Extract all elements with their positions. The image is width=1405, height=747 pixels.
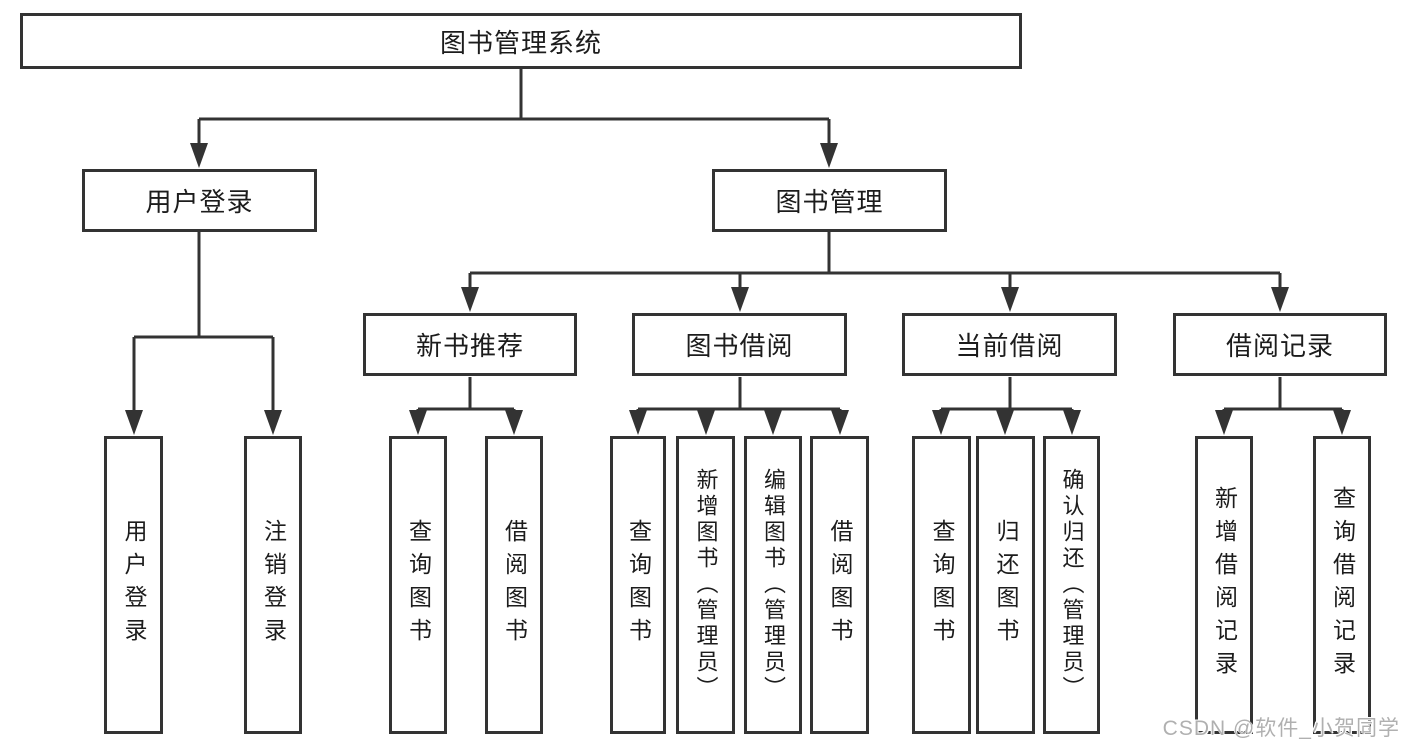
leaf-current-query-books: 查询图书 (912, 436, 971, 734)
leaf-logout-login: 注销登录 (244, 436, 302, 734)
leaf-borrow-borrow-books: 借阅图书 (810, 436, 869, 734)
leaf-newbooks-borrow-books: 借阅图书 (485, 436, 543, 734)
leaf-newbooks-query-books-label: 查询图书 (405, 519, 432, 651)
node-user-login: 用户登录 (82, 169, 317, 232)
leaf-borrow-add-books-admin: 新增图书（管理员） (676, 436, 735, 734)
leaf-current-confirm-return-admin: 确认归还（管理员） (1043, 436, 1100, 734)
leaf-logout-login-label: 注销登录 (260, 519, 287, 651)
leaf-borrow-edit-books-admin-label: 编辑图书（管理员） (761, 468, 786, 702)
node-borrowing-records: 借阅记录 (1173, 313, 1387, 376)
node-book-management-label: 图书管理 (775, 187, 884, 217)
node-book-management: 图书管理 (712, 169, 947, 232)
node-library-system: 图书管理系统 (20, 13, 1022, 69)
leaf-borrow-query-books: 查询图书 (610, 436, 666, 734)
leaf-user-login: 用户登录 (104, 436, 163, 734)
node-current-borrowing: 当前借阅 (902, 313, 1117, 376)
node-book-borrowing-label: 图书借阅 (685, 331, 794, 361)
node-new-book-recommend: 新书推荐 (363, 313, 577, 376)
csdn-watermark: CSDN @软件_小贺同学 (1162, 717, 1400, 740)
leaf-records-add-record-label: 新增借阅记录 (1211, 486, 1238, 684)
leaf-borrow-borrow-books-label: 借阅图书 (827, 519, 853, 651)
leaf-user-login-label: 用户登录 (121, 519, 147, 651)
node-new-book-recommend-label: 新书推荐 (415, 331, 524, 361)
node-library-system-label: 图书管理系统 (439, 27, 602, 58)
leaf-borrow-add-books-admin-label: 新增图书（管理员） (693, 468, 719, 702)
arrowheads (125, 143, 1351, 435)
node-borrowing-records-label: 借阅记录 (1225, 331, 1334, 361)
node-user-login-label: 用户登录 (145, 187, 254, 217)
leaf-records-query-record-label: 查询借阅记录 (1329, 486, 1356, 684)
node-current-borrowing-label: 当前借阅 (955, 331, 1064, 361)
leaf-current-return-books-label: 归还图书 (993, 519, 1019, 651)
leaf-current-return-books: 归还图书 (976, 436, 1035, 734)
connector-paths (132, 69, 1344, 413)
node-book-borrowing: 图书借阅 (632, 313, 847, 376)
leaf-current-confirm-return-admin-label: 确认归还（管理员） (1059, 468, 1085, 702)
leaf-records-add-record: 新增借阅记录 (1195, 436, 1253, 734)
leaf-newbooks-query-books: 查询图书 (389, 436, 447, 734)
leaf-records-query-record: 查询借阅记录 (1313, 436, 1371, 734)
leaf-current-query-books-label: 查询图书 (929, 519, 955, 651)
leaf-borrow-edit-books-admin: 编辑图书（管理员） (744, 436, 802, 734)
leaf-newbooks-borrow-books-label: 借阅图书 (501, 519, 528, 651)
leaf-borrow-query-books-label: 查询图书 (625, 519, 652, 651)
